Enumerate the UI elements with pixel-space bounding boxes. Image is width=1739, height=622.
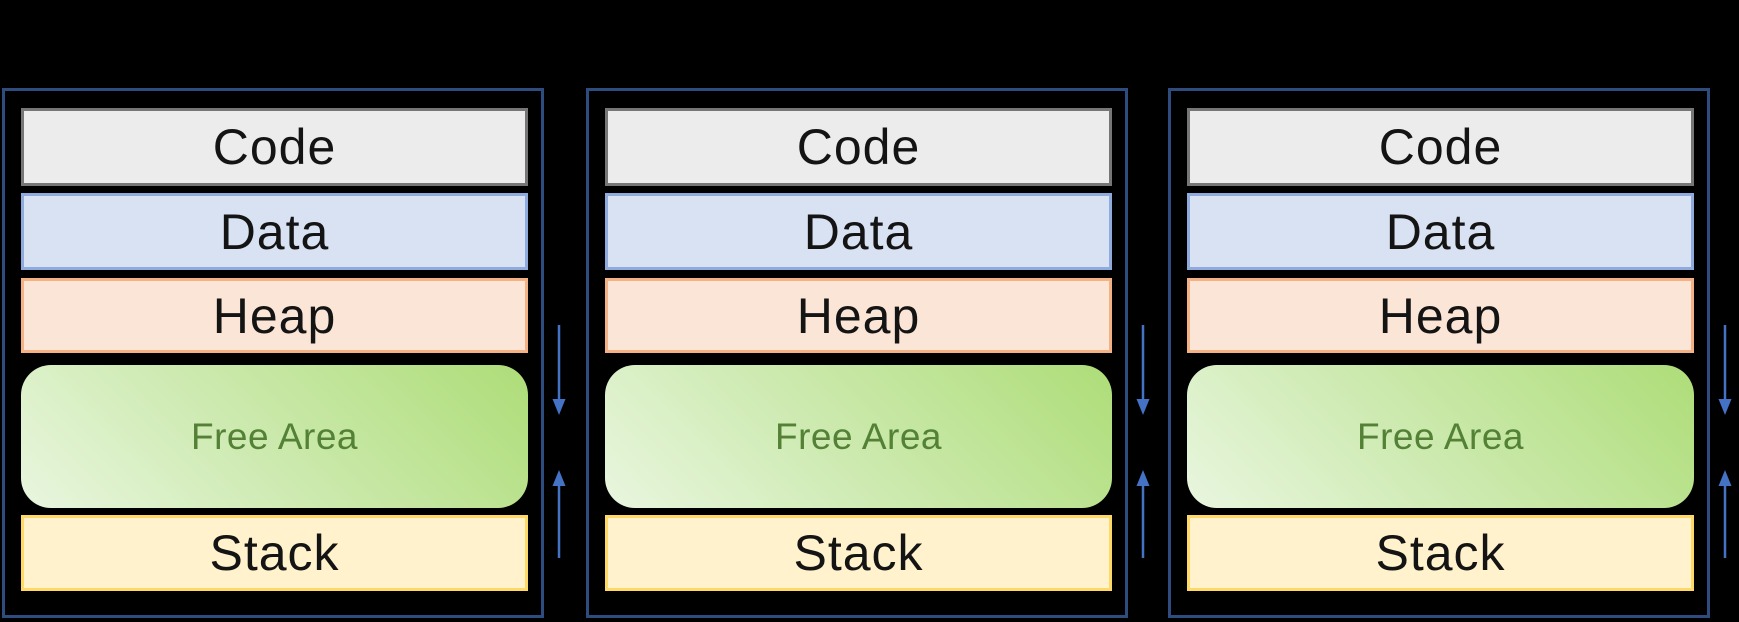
stack-segment: Stack bbox=[1187, 515, 1694, 591]
growth-arrows-3 bbox=[1717, 0, 1733, 622]
growth-arrows-2 bbox=[1135, 0, 1151, 622]
data-segment-label: Data bbox=[1385, 203, 1496, 260]
free-area-segment: Free Area bbox=[1187, 365, 1694, 508]
code-segment: Code bbox=[1187, 108, 1694, 186]
heap-segment-label: Heap bbox=[1378, 287, 1503, 344]
free-area-segment: Free Area bbox=[21, 365, 528, 508]
stack-growth-up-arrow-icon bbox=[552, 470, 566, 558]
stack-segment-label: Stack bbox=[1375, 525, 1506, 581]
data-segment-label: Data bbox=[219, 203, 330, 260]
heap-growth-down-arrow-icon bbox=[1136, 325, 1150, 415]
data-segment-label: Data bbox=[803, 203, 914, 260]
heap-segment-label: Heap bbox=[212, 287, 337, 344]
heap-segment: Heap bbox=[1187, 278, 1694, 353]
code-segment-label: Code bbox=[796, 119, 921, 175]
data-segment: Data bbox=[1187, 193, 1694, 270]
memory-panel-2: Code Data Heap Free Area Stack bbox=[586, 88, 1128, 618]
heap-segment: Heap bbox=[21, 278, 528, 353]
stack-segment: Stack bbox=[605, 515, 1112, 591]
stack-growth-up-arrow-icon bbox=[1718, 470, 1732, 558]
stack-segment: Stack bbox=[21, 515, 528, 591]
free-area-segment-label: Free Area bbox=[191, 416, 358, 457]
code-segment: Code bbox=[21, 108, 528, 186]
memory-panel-1: Code Data Heap Free Area Stack bbox=[2, 88, 544, 618]
stack-growth-up-arrow-icon bbox=[1136, 470, 1150, 558]
free-area-segment-label: Free Area bbox=[1357, 416, 1524, 457]
stack-segment-label: Stack bbox=[793, 525, 924, 581]
growth-arrows-1 bbox=[551, 0, 567, 622]
data-segment: Data bbox=[21, 193, 528, 270]
heap-growth-down-arrow-icon bbox=[552, 325, 566, 415]
stack-segment-label: Stack bbox=[209, 525, 340, 581]
memory-panel-3: Code Data Heap Free Area Stack bbox=[1168, 88, 1710, 618]
data-segment: Data bbox=[605, 193, 1112, 270]
heap-segment: Heap bbox=[605, 278, 1112, 353]
free-area-segment: Free Area bbox=[605, 365, 1112, 508]
heap-segment-label: Heap bbox=[796, 287, 921, 344]
code-segment: Code bbox=[605, 108, 1112, 186]
heap-growth-down-arrow-icon bbox=[1718, 325, 1732, 415]
free-area-segment-label: Free Area bbox=[775, 416, 942, 457]
code-segment-label: Code bbox=[1378, 119, 1503, 175]
code-segment-label: Code bbox=[212, 119, 337, 175]
